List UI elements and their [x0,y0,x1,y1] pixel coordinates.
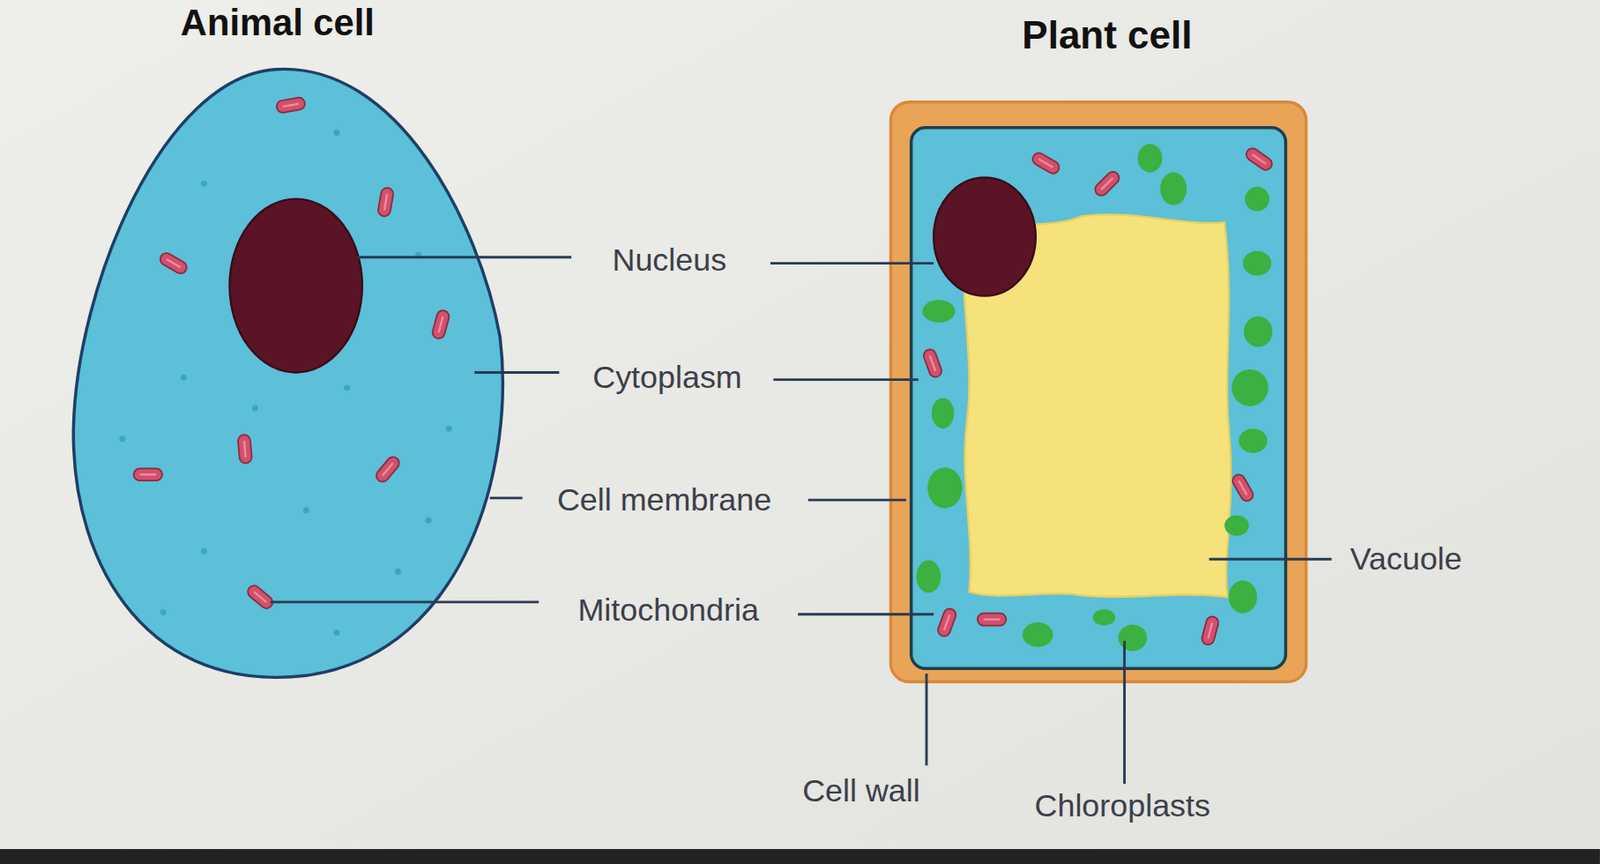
part-label: Chloroplasts [1034,788,1211,824]
part-label: Cytoplasm [592,360,743,395]
part-label: Nucleus [612,242,728,277]
cell-heading: Animal cell [180,2,375,44]
part-label: Cell membrane [557,482,772,517]
part-label: Mitochondria [577,592,759,627]
part-label: Cell wall [802,773,921,808]
cell-heading: Plant cell [1021,14,1192,57]
part-label: Vacuole [1350,542,1463,577]
